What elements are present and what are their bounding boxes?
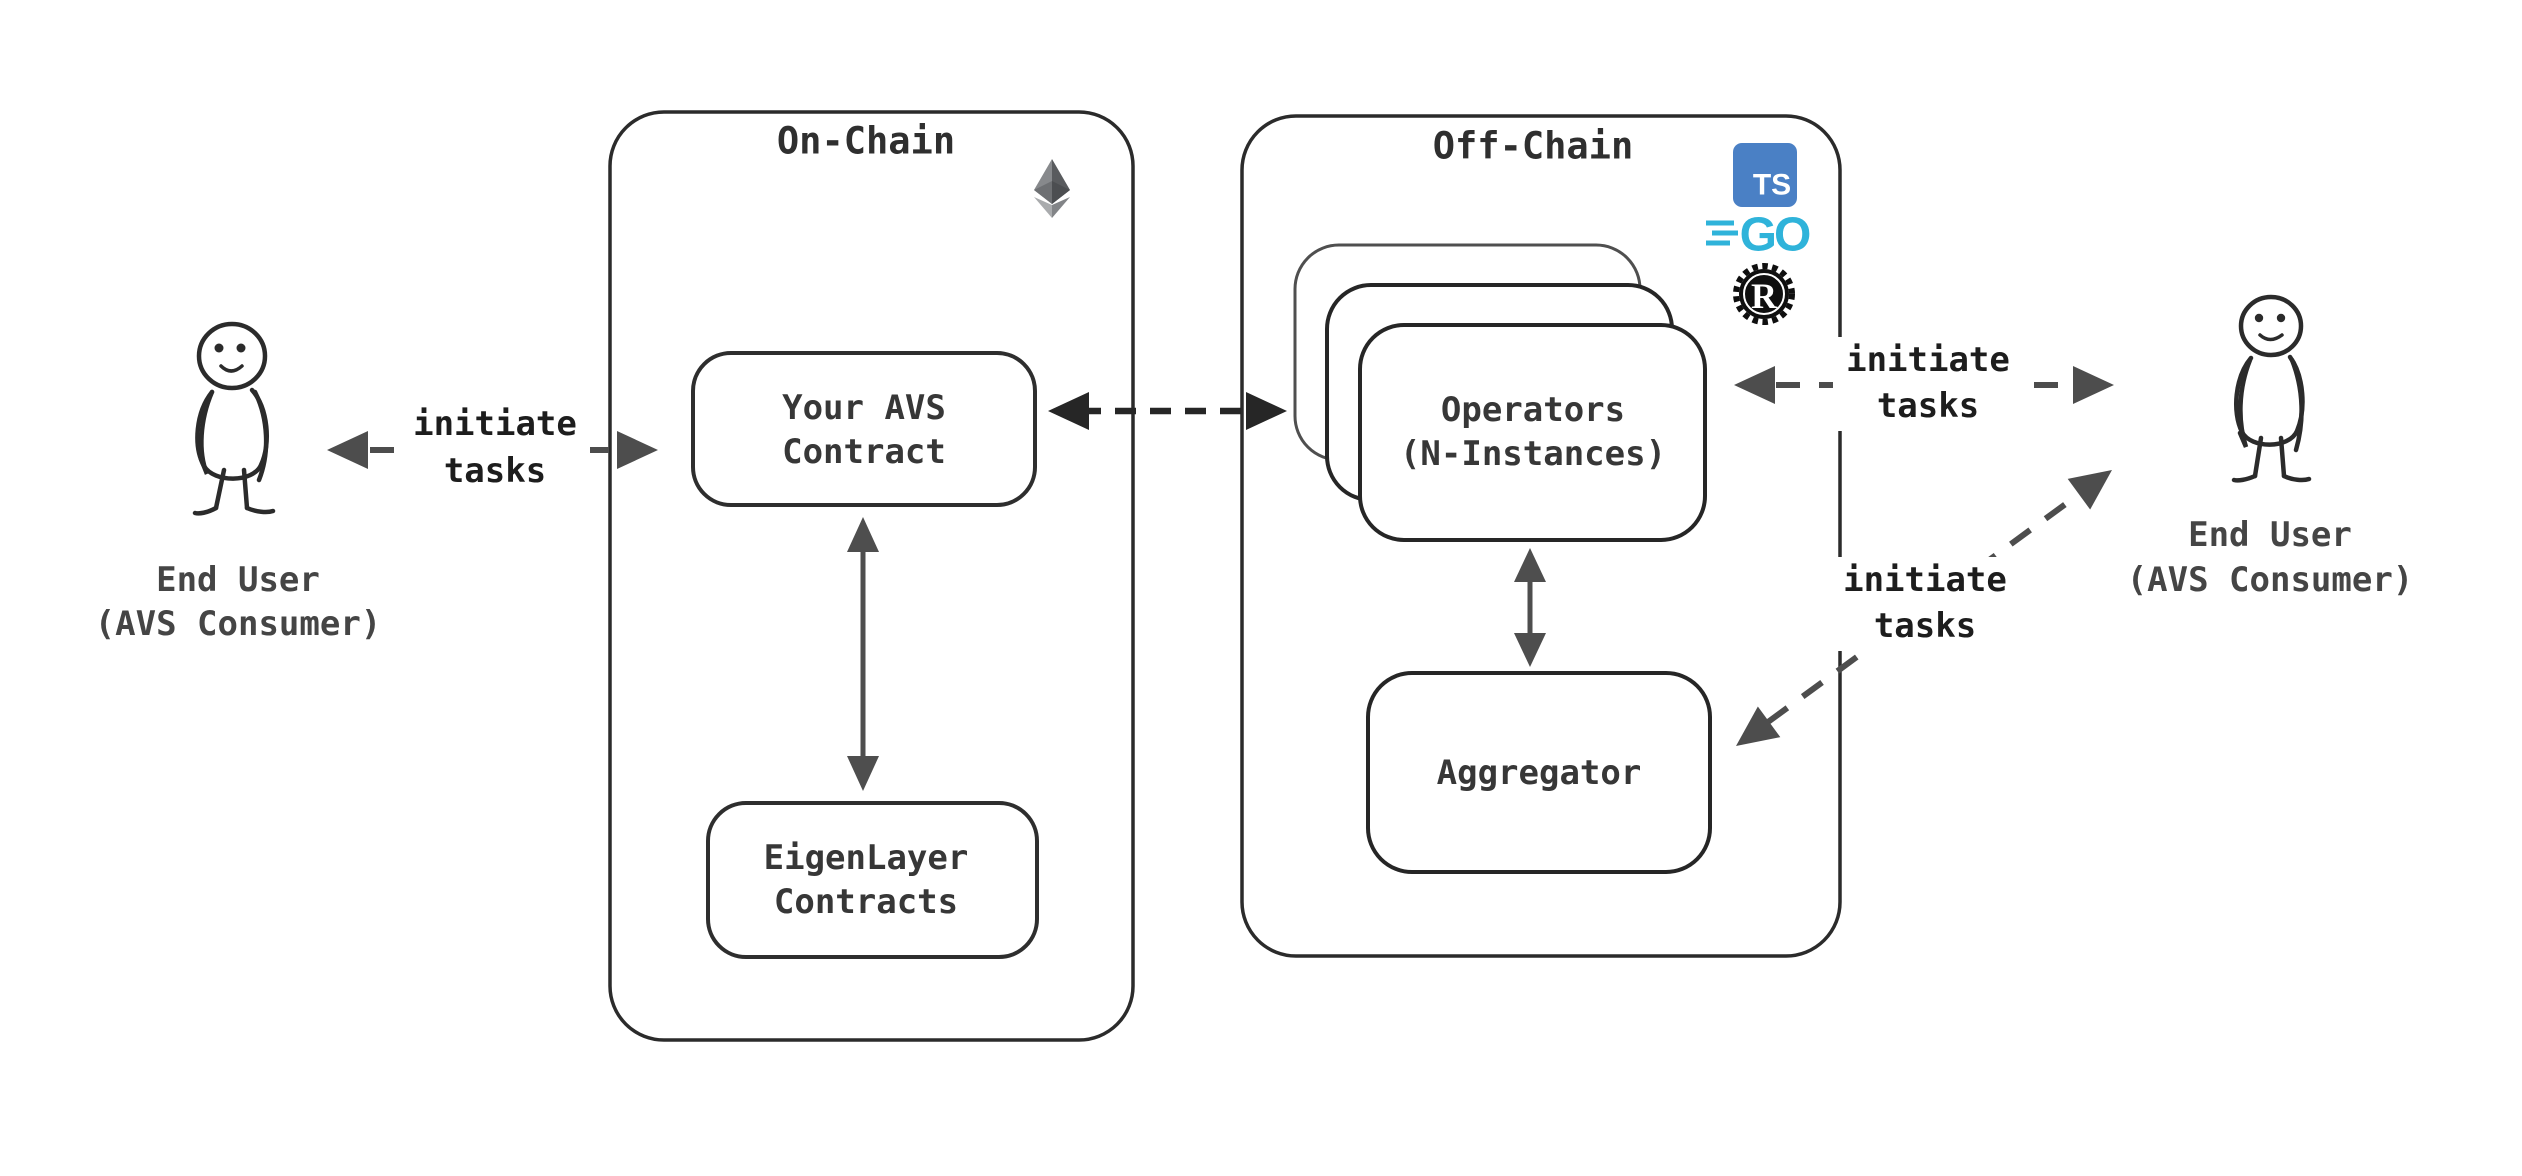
operators-box-stack: Operators (N-Instances) bbox=[1293, 243, 1707, 542]
eigenlayer-label-line1: EigenLayer bbox=[764, 838, 969, 878]
edge-user-to-avs-contract bbox=[327, 431, 658, 469]
typescript-icon: TS bbox=[1733, 143, 1797, 207]
go-icon: GO bbox=[1706, 209, 1813, 262]
edge-label-left: initiate tasks bbox=[400, 402, 590, 496]
edge-label-right-bottom-line2: tasks bbox=[1874, 606, 1976, 646]
avs-eigenlayer-arrow bbox=[847, 517, 879, 791]
edge-label-left-line2: tasks bbox=[444, 451, 546, 491]
operators-aggregator-arrow bbox=[1514, 548, 1546, 667]
end-user-left-figure bbox=[192, 321, 276, 516]
rust-icon-text: R bbox=[1751, 276, 1778, 316]
avs-contract-label-line2: Contract bbox=[782, 432, 946, 472]
edge-avs-contract-to-operators bbox=[1048, 392, 1287, 430]
end-user-right-figure bbox=[2231, 294, 2312, 483]
avs-contract-box: Your AVS Contract bbox=[691, 351, 1037, 507]
operators-label-line2: (N-Instances) bbox=[1400, 434, 1666, 474]
aggregator-label: Aggregator bbox=[1437, 753, 1642, 793]
edge-label-left-line1: initiate bbox=[413, 404, 577, 444]
edge-label-right-bottom: initiate tasks bbox=[1830, 557, 2020, 651]
end-user-right-label-line2: (AVS Consumer) bbox=[2127, 560, 2414, 600]
on-chain-panel: On-Chain Your AVS Contract EigenLayer Co bbox=[608, 110, 1135, 1042]
on-chain-title: On-Chain bbox=[777, 120, 955, 163]
rust-icon: R bbox=[1733, 263, 1795, 325]
off-chain-panel: Off-Chain TS GO R Operators (N-Instances… bbox=[1240, 114, 1842, 958]
off-chain-title: Off-Chain bbox=[1433, 125, 1633, 168]
operators-box-front bbox=[1358, 323, 1707, 542]
go-icon-text: GO bbox=[1740, 209, 1810, 262]
edge-label-right-bottom-line1: initiate bbox=[1843, 560, 2007, 600]
end-user-left-label-line1: End User bbox=[156, 560, 320, 600]
end-user-right-label-line1: End User bbox=[2188, 515, 2352, 555]
aggregator-box: Aggregator bbox=[1366, 671, 1712, 874]
eigenlayer-label-line2: Contracts bbox=[774, 882, 958, 922]
edge-label-right-top-line1: initiate bbox=[1846, 340, 2010, 380]
eigenlayer-contracts-box: EigenLayer Contracts bbox=[706, 801, 1039, 959]
avs-contract-label-line1: Your AVS bbox=[782, 388, 946, 428]
operators-label-line1: Operators bbox=[1441, 390, 1625, 430]
edge-label-right-top: initiate tasks bbox=[1833, 337, 2023, 431]
typescript-icon-text: TS bbox=[1753, 169, 1791, 202]
end-user-left-label-line2: (AVS Consumer) bbox=[95, 604, 382, 644]
edge-label-right-top-line2: tasks bbox=[1877, 386, 1979, 426]
ethereum-icon bbox=[1034, 159, 1070, 218]
